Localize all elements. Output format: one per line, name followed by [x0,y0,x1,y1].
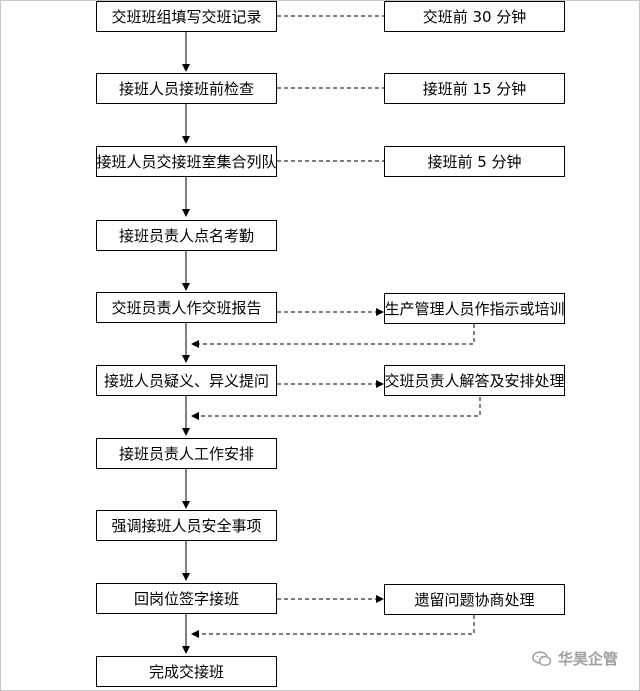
step-box-1: 交班班组填写交班记录 [96,1,277,32]
side-box-answer: 交班员责人解答及安排处理 [384,365,565,396]
timing-note-30min: 交班前 30 分钟 [384,1,565,32]
step-box-10: 完成交接班 [96,656,277,687]
dash-return-1 [191,324,475,348]
step-box-2: 接班人员接班前检查 [96,73,277,104]
wechat-icon [532,650,552,666]
step-box-8: 强调接班人员安全事项 [96,510,277,541]
timing-note-15min: 接班前 15 分钟 [384,73,565,104]
step-box-3: 接班人员交接班室集合列队 [96,146,277,177]
dash-return-2 [191,397,481,420]
step-box-7: 接班员责人工作安排 [96,438,277,469]
timing-note-5min: 接班前 5 分钟 [384,146,565,177]
side-box-leftover: 遗留问题协商处理 [384,584,565,615]
step-box-5: 交班员责人作交班报告 [96,292,277,323]
watermark-text: 华昊企管 [557,650,618,668]
watermark: 华昊企管 [532,648,618,669]
step-box-4: 接班员责人点名考勤 [96,220,277,251]
step-box-6: 接班人员疑义、异义提问 [96,365,277,396]
dash-return-3 [191,615,475,638]
side-box-instruction: 生产管理人员作指示或培训 [384,293,565,324]
step-box-9: 回岗位签字接班 [96,583,277,614]
